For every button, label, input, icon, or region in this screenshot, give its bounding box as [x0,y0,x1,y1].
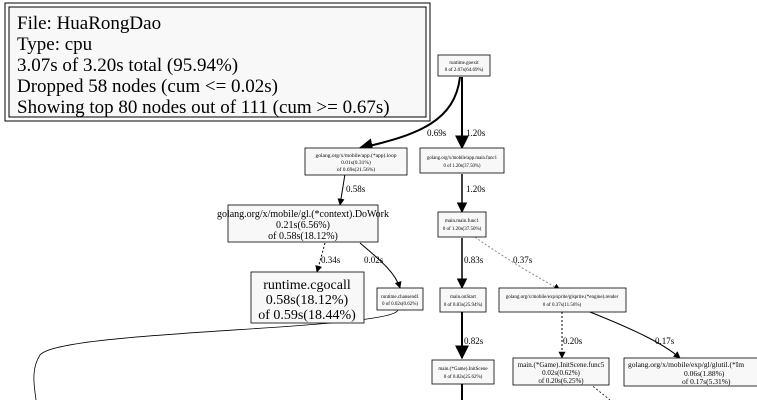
node-stats: 0 of 1.20s(37.50%) [443,164,480,169]
node-runtime-cgocall[interactable]: runtime.cgocall 0.58s(18.12%) of 0.59s(1… [250,271,365,324]
edge-chansend1-offscreen [33,309,399,400]
node-main-onstart[interactable]: main.onStart 0 of 0.83s(25.94%) [439,287,487,313]
edge-goexit-apploop [358,76,461,153]
edge-label-goexit-appmain: 1.20s [466,128,486,138]
node-app-main-func1[interactable]: golang.org/x/mobile/app.main.func1 0 of … [419,147,505,174]
node-label: main.(*Game).InitScene.func5 [518,361,605,369]
node-label: golang.org/x/mobile/exp/gl/glutil.(*Im [628,360,744,369]
profile-info-box: File: HuaRongDao Type: cpu 3.07s of 3.20… [4,2,431,122]
node-cum: of 0.58s(18.12%) [268,231,338,242]
node-stats: 0 of 0.82s(25.62%) [444,375,483,380]
edge-render-glutil [589,311,681,359]
node-label: runtime.goexit [449,61,479,66]
node-flat: 0.21s(6.56%) [276,220,330,231]
edge-label-onstart-initscene: 0.82s [464,336,484,346]
node-runtime-chansend1[interactable]: runtime.chansend1 0 of 0.02s(0.62%) [376,287,424,311]
node-stats: 0 of 0.02s(0.62%) [382,302,418,307]
node-cum: of 0.17s(5.31%) [682,377,731,386]
edge-label-mainfunc1-onstart: 0.83s [464,255,484,265]
profile-dropped-label: Dropped 58 nodes (cum <= 0.02s) [17,76,278,97]
node-stats: 0 of 1.20s(37.50%) [443,227,482,232]
profile-file-label: File: HuaRongDao [17,13,161,34]
node-glutil-image[interactable]: golang.org/x/mobile/exp/gl/glutil.(*Im 0… [623,357,757,387]
edge-label-appmain-mainfunc1: 1.20s [466,184,486,194]
edge-dowork-chansend1 [359,242,402,289]
node-label: runtime.cgocall [263,278,351,293]
node-cum: of 0.20s(6.25%) [538,377,584,385]
node-glsprite-render[interactable]: golang.org/x/mobile/exp/sprite/glsprite.… [498,287,627,313]
edge-label-dowork-chansend1: 0.02s [364,255,384,265]
node-flat: 0.02s(0.62%) [542,369,580,377]
node-stats: 0 of 0.37s(11.56%) [543,303,582,308]
node-runtime-goexit[interactable]: runtime.goexit 0 of 2.07s(64.69%) [437,54,491,77]
edge-labels: 0.69s 1.20s 0.58s 1.20s 0.34s 0.02s 0.83… [321,128,675,346]
node-label: main.onStart [450,295,476,300]
edge-label-render-glutil: 0.17s [655,336,675,346]
edge-label-dowork-cgocall: 0.34s [321,255,341,265]
node-flat: 0.06s(1.88%) [684,369,725,378]
node-label: golang.org/x/mobile/gl.(*context).DoWork [217,209,389,220]
node-stats: 0 of 2.07s(64.69%) [445,68,484,73]
node-flat: 0.58s(18.12%) [266,293,349,308]
node-initscene-func5[interactable]: main.(*Game).InitScene.func5 0.02s(0.62%… [512,357,610,386]
edge-label-apploop-dowork: 0.58s [346,184,366,194]
node-app-loop[interactable]: golang.org/x/mobile/app.(*app).loop 0.01… [304,147,408,176]
profile-showing-label: Showing top 80 nodes out of 111 (cum >= … [17,97,390,118]
node-game-initscene[interactable]: main.(*Game).InitScene 0 of 0.82s(25.62%… [431,359,495,385]
node-cum: of 0.59s(18.44%) [258,308,356,323]
node-main-main-func1[interactable]: main.main.func1 0 of 1.20s(37.50%) [437,211,487,238]
edges [33,76,681,400]
edge-label-goexit-apploop: 0.69s [427,128,447,138]
node-label: runtime.chansend1 [381,295,419,300]
edge-dowork-cgocall [315,242,326,273]
edge-label-render-func5: 0.20s [563,336,583,346]
node-flat: 0.01s(0.31%) [341,159,371,166]
edge-label-mainfunc1-render: 0.37s [513,255,533,265]
edge-func5-offscreen [589,383,611,400]
node-label: golang.org/x/mobile/app.main.func1 [427,156,498,161]
edge-apploop-dowork [337,173,346,206]
node-context-dowork[interactable]: golang.org/x/mobile/gl.(*context).DoWork… [217,204,389,243]
node-label: golang.org/x/mobile/exp/sprite/glsprite.… [506,295,619,300]
edge-mainfunc1-render [474,236,561,291]
node-label: main.main.func1 [445,219,479,224]
node-label: main.(*Game).InitScene [438,367,488,372]
profile-type-label: Type: cpu [17,34,93,55]
node-cum: of 0.69s(21.56%) [337,166,376,173]
node-stats: 0 of 0.83s(25.94%) [444,303,483,308]
profile-total-label: 3.07s of 3.20s total (95.94%) [17,55,238,76]
node-label: golang.org/x/mobile/app.(*app).loop [315,152,396,159]
